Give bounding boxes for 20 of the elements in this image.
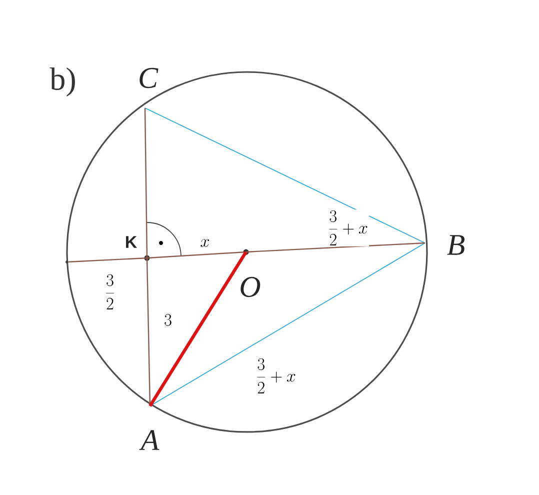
segment — [146, 258, 151, 406]
point-label: O — [240, 249, 260, 298]
chord-endpoint — [66, 260, 68, 264]
segment — [150, 242, 426, 406]
edge-label: $\frac{3}{2}+x$ — [326, 210, 370, 246]
edge-label: $3$ — [163, 313, 173, 327]
segment — [68, 257, 148, 262]
point-label: B — [447, 235, 464, 255]
segment — [144, 108, 426, 244]
segment — [144, 108, 148, 258]
point-label: C — [140, 68, 158, 88]
point-label: K — [126, 236, 150, 261]
segment — [148, 251, 248, 407]
segment — [246, 242, 426, 253]
segment — [146, 251, 246, 259]
part-label: b) — [50, 68, 75, 96]
point-label: A — [139, 430, 160, 450]
edge-label: $\frac{3}{2}+x$ — [254, 358, 298, 394]
edge-label: $x$ — [199, 238, 211, 248]
edge-label: $\frac{3}{2}$ — [104, 274, 116, 310]
